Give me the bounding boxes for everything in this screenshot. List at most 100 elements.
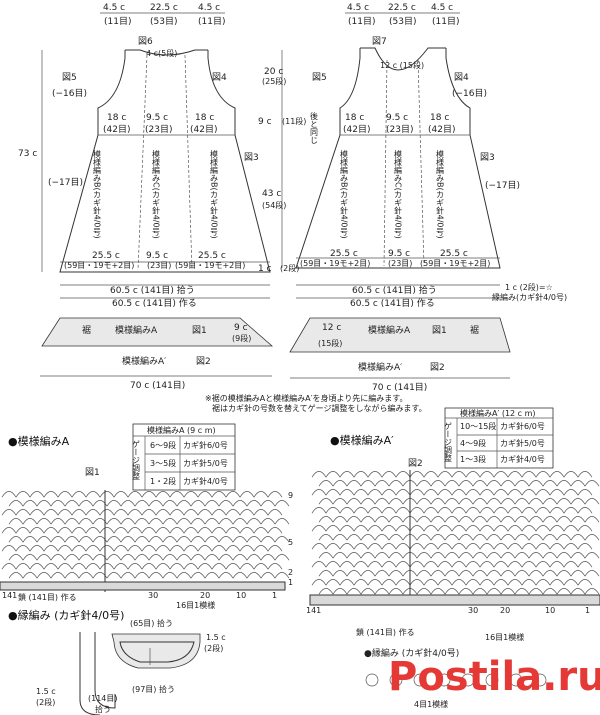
shell-stitch: [430, 588, 446, 595]
left-top-s1: (11目): [104, 16, 131, 27]
shell-stitch: [339, 579, 355, 586]
shell-stitch: [36, 536, 52, 543]
shell-stitch: [162, 518, 178, 525]
shell-stitch: [22, 500, 38, 507]
shell-stitch: [1, 491, 17, 498]
shell-stitch: [57, 527, 73, 534]
shell-stitch: [246, 518, 262, 525]
shell-stitch: [78, 572, 94, 579]
shell-stitch: [211, 527, 227, 534]
edging-picot: [389, 673, 403, 687]
section-a2-tick30: 30: [468, 606, 478, 615]
shell-stitch: [535, 507, 551, 514]
section-a-tick30: 30: [148, 591, 158, 600]
right-fig5: 図5: [312, 72, 327, 83]
shell-stitch: [388, 552, 404, 559]
left-pat-b2: 模様編みB(カギ針4/0号): [210, 149, 219, 239]
shell-stitch: [155, 509, 171, 516]
shell-stitch: [388, 516, 404, 523]
shell-stitch: [472, 480, 488, 487]
shell-stitch: [43, 563, 59, 570]
shell-stitch: [311, 471, 327, 478]
shell-stitch: [374, 570, 390, 577]
shell-stitch: [388, 498, 404, 505]
shell-stitch: [430, 552, 446, 559]
shell-stitch: [120, 500, 136, 507]
left-st42-r: (42目): [190, 124, 217, 135]
shell-stitch: [514, 480, 530, 487]
right-bw-l: 25.5 c: [330, 249, 358, 259]
right-top-s1: (11目): [348, 16, 375, 27]
shell-stitch: [29, 545, 45, 552]
shell-stitch: [190, 572, 206, 579]
right-side-dec: (−17目): [485, 180, 520, 191]
shell-stitch: [507, 561, 523, 568]
section-a2-table-title: 模様編みA′ (12 c m): [460, 408, 536, 418]
shell-stitch: [458, 570, 474, 577]
shell-stitch: [134, 500, 150, 507]
shell-stitch: [535, 561, 551, 568]
section-a-row1: 1: [288, 578, 293, 587]
shell-stitch: [267, 491, 283, 498]
left-make: 60.5 c (141目) 作る: [112, 297, 197, 309]
shell-stitch: [472, 570, 488, 577]
shell-stitch: [451, 561, 467, 568]
shell-stitch: [542, 498, 558, 505]
shell-stitch: [274, 572, 290, 579]
section-a-row9: 9: [288, 491, 293, 500]
shell-stitch: [339, 471, 355, 478]
shell-stitch: [162, 554, 178, 561]
right-fig4: 図4: [454, 72, 469, 83]
shell-stitch: [57, 491, 73, 498]
shell-stitch: [570, 498, 586, 505]
shell-stitch: [197, 527, 213, 534]
left-bst-c: (23目): [147, 261, 171, 270]
shell-stitch: [542, 534, 558, 541]
shell-stitch: [556, 480, 572, 487]
shell-stitch: [253, 563, 269, 570]
section-a: ●模様編みA 模様編みA (9 c m) ゲージ調整 6〜9段 カギ針6/0号 …: [0, 423, 293, 610]
shell-stitch: [325, 489, 341, 496]
shell-stitch: [43, 527, 59, 534]
shell-stitch: [549, 489, 565, 496]
shell-stitch: [85, 545, 101, 552]
shell-stitch: [120, 518, 136, 525]
shell-stitch: [486, 516, 502, 523]
left-bw-l: 25.5 c: [92, 251, 120, 261]
section-a-table-title: 模様編みA (9 c m): [147, 425, 216, 435]
shell-stitch: [36, 500, 52, 507]
shell-stitch: [339, 543, 355, 550]
shell-stitch: [176, 518, 192, 525]
edging-diagram: ●縁編み (カギ針4/0号) (65目) 拾う 1.5 c (2段) 1.5 c…: [8, 608, 226, 715]
left-hem-h: 9 c: [234, 323, 248, 333]
shell-stitch: [218, 536, 234, 543]
shell-stitch: [514, 588, 530, 595]
shell-stitch: [346, 498, 362, 505]
shell-stitch: [374, 498, 390, 505]
shell-stitch: [444, 552, 460, 559]
shell-stitch: [549, 543, 565, 550]
shell-stitch: [514, 570, 530, 577]
right-pat-b1: 模様編みB(カギ針4/0号): [340, 149, 349, 239]
right-pat-a: 模様編みA: [368, 324, 411, 336]
shell-stitch: [36, 554, 52, 561]
shell-stitch: [563, 561, 579, 568]
shell-stitch: [169, 563, 185, 570]
shell-stitch: [514, 516, 530, 523]
shell-stitch: [318, 534, 334, 541]
section-a2-tick20: 20: [500, 606, 510, 615]
shell-stitch: [71, 545, 87, 552]
shell-stitch: [556, 570, 572, 577]
shell-stitch: [535, 579, 551, 586]
left-arm-rows: (−16目): [52, 88, 87, 99]
shell-stitch: [360, 480, 376, 487]
shell-stitch: [218, 500, 234, 507]
right-hem: 裾: [470, 324, 479, 336]
shell-stitch: [148, 518, 164, 525]
shell-stitch: [57, 509, 73, 516]
shell-stitch: [57, 563, 73, 570]
shell-stitch: [486, 534, 502, 541]
shell-stitch: [232, 554, 248, 561]
shell-stitch: [472, 534, 488, 541]
